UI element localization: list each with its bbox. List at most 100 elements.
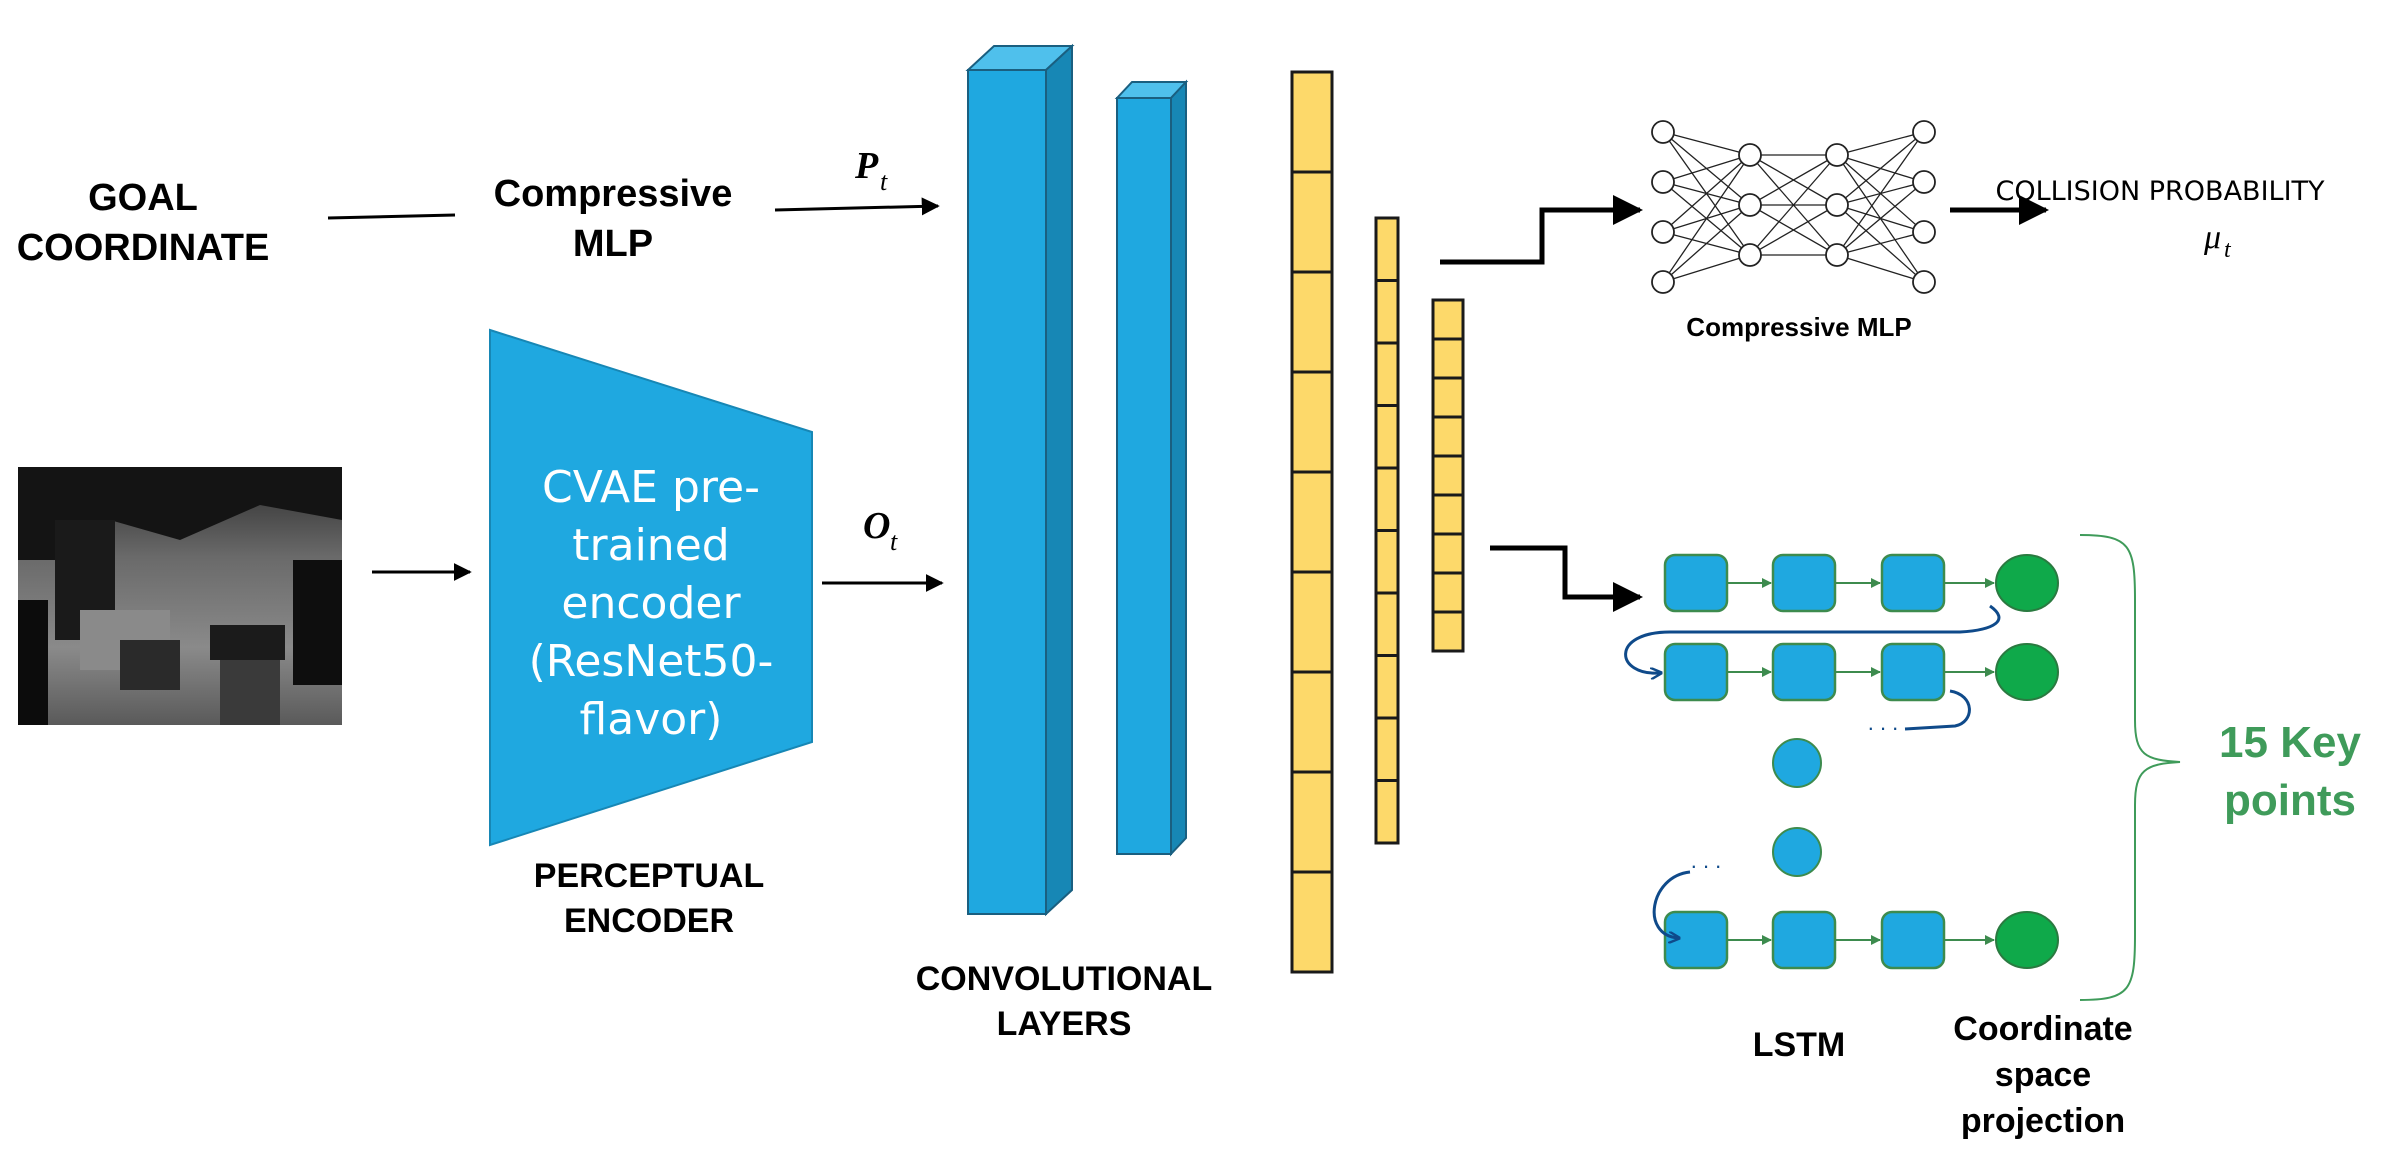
- mlp-connection: [1836, 231, 1925, 256]
- mlp-neuron: [1912, 220, 1936, 244]
- vector-cell: [1290, 470, 1334, 574]
- lstm-cell: [1880, 553, 1946, 613]
- lstm-cell: [1663, 642, 1729, 702]
- mlp-neuron: [1651, 220, 1675, 244]
- cvae-line-4: (ResNet50-: [529, 636, 774, 687]
- mlp-connection: [1749, 154, 1838, 256]
- vector-cell: [1374, 216, 1400, 282]
- mlp-connection: [1749, 204, 1838, 256]
- coordinate-projection-line1: Coordinate: [1953, 1010, 2132, 1048]
- mlp-neuron: [1825, 143, 1849, 167]
- vector-cell: [1431, 376, 1465, 419]
- vector-cell: [1290, 570, 1334, 674]
- cvae-line-3: encoder: [561, 578, 741, 629]
- mlp-neuron: [1825, 193, 1849, 217]
- mlp-connection: [1662, 154, 1751, 183]
- vector-cell: [1290, 70, 1334, 174]
- goal-coordinate-label-line2: COORDINATE: [17, 227, 270, 269]
- mlp-connection: [1836, 131, 1925, 206]
- ellipsis-1: . . .: [1868, 710, 1899, 735]
- cvae-encoder-text: CVAE pre- trained encoder (ResNet50- fla…: [529, 462, 774, 745]
- pt-subscript: t: [880, 167, 888, 196]
- ellipsis-2: . . .: [1691, 848, 1722, 873]
- mu-subscript: t: [2224, 237, 2232, 263]
- vector-cell: [1431, 337, 1465, 380]
- mlp-connection: [1662, 254, 1751, 283]
- ot-subscript: t: [890, 527, 898, 556]
- vector-cell: [1374, 591, 1400, 657]
- mlp-connection: [1836, 254, 1925, 283]
- pt-symbol: P: [854, 145, 879, 187]
- mlp-neuron: [1651, 170, 1675, 194]
- feature-vector-medium: [1374, 216, 1400, 845]
- vector-cell: [1290, 370, 1334, 474]
- cvae-line-2: trained: [572, 520, 729, 571]
- lstm-label: LSTM: [1753, 1026, 1846, 1064]
- recurrence-curve-2: [1904, 689, 1971, 731]
- lstm-ellipsis-dot: [1772, 827, 1822, 877]
- feature-vector-large: [1290, 70, 1334, 974]
- lstm-cell: [1880, 642, 1946, 702]
- vector-cell: [1374, 341, 1400, 407]
- lstm-grid: [1663, 553, 2059, 970]
- vector-cell: [1431, 454, 1465, 497]
- coordinate-output-node: [1995, 554, 2059, 612]
- conv-layers-label-line2: LAYERS: [997, 1005, 1132, 1043]
- vector-cell: [1290, 170, 1334, 274]
- key-points-brace: [2079, 534, 2181, 1001]
- vector-cell: [1374, 779, 1400, 845]
- lstm-cell: [1771, 910, 1837, 970]
- pt-arrow: [774, 197, 940, 216]
- vector-cell: [1374, 716, 1400, 782]
- conv-layer-1: [965, 43, 1075, 917]
- lstm-cell: [1771, 642, 1837, 702]
- vector-cell: [1431, 532, 1465, 575]
- coordinate-projection-line3: projection: [1961, 1102, 2125, 1140]
- vector-cell: [1290, 670, 1334, 774]
- coordinate-output-node: [1995, 643, 2059, 701]
- mlp-neuron: [1738, 193, 1762, 217]
- vector-cell: [1431, 415, 1465, 458]
- coordinate-output-node: [1995, 911, 2059, 969]
- vector-cell: [1374, 654, 1400, 720]
- mlp-connection: [1836, 181, 1925, 256]
- perceptual-encoder-label-line1: PERCEPTUAL: [534, 857, 764, 895]
- lstm-ellipsis-dot: [1772, 738, 1822, 788]
- mlp-connection: [1836, 131, 1925, 156]
- mlp-neuron: [1651, 270, 1675, 294]
- mlp-neuron: [1825, 243, 1849, 267]
- depth-image: [18, 467, 342, 725]
- recurrence-curve-3: [1652, 870, 1691, 938]
- mlp-neuron: [1912, 120, 1936, 144]
- mlp-neuron: [1912, 170, 1936, 194]
- vector-to-lstm-arrow: [1490, 545, 1643, 612]
- vector-cell: [1431, 298, 1465, 341]
- vector-cell: [1374, 466, 1400, 532]
- vector-cell: [1290, 270, 1334, 374]
- mlp-connection: [1749, 154, 1838, 206]
- cvae-line-5: flavor): [580, 694, 723, 745]
- compressive-mlp-top-line2: MLP: [573, 223, 653, 265]
- key-points-label-line2: points: [2224, 776, 2356, 825]
- lstm-cell: [1663, 910, 1729, 970]
- vector-cell: [1290, 770, 1334, 874]
- goal-to-mlp-line: [327, 213, 456, 220]
- compressive-mlp-network-icon: [1651, 120, 1936, 294]
- compressive-mlp-right-label: Compressive MLP: [1686, 312, 1911, 342]
- conv-layers-label-line1: CONVOLUTIONAL: [916, 960, 1213, 998]
- mlp-neuron: [1738, 243, 1762, 267]
- cvae-line-1: CVAE pre-: [542, 462, 760, 513]
- mlp-neuron: [1738, 143, 1762, 167]
- vector-cell: [1431, 493, 1465, 536]
- coordinate-projection-line2: space: [1995, 1056, 2091, 1094]
- vector-cell: [1431, 610, 1465, 653]
- perceptual-encoder-label-line2: ENCODER: [564, 902, 734, 940]
- recurrence-curve-1: [1624, 604, 2001, 673]
- lstm-cell: [1771, 553, 1837, 613]
- mlp-connection: [1662, 154, 1751, 233]
- lstm-cell: [1880, 910, 1946, 970]
- conv-layer-2: [1114, 79, 1189, 857]
- mlp-connection: [1662, 131, 1751, 156]
- goal-coordinate-label-line1: GOAL: [88, 177, 198, 219]
